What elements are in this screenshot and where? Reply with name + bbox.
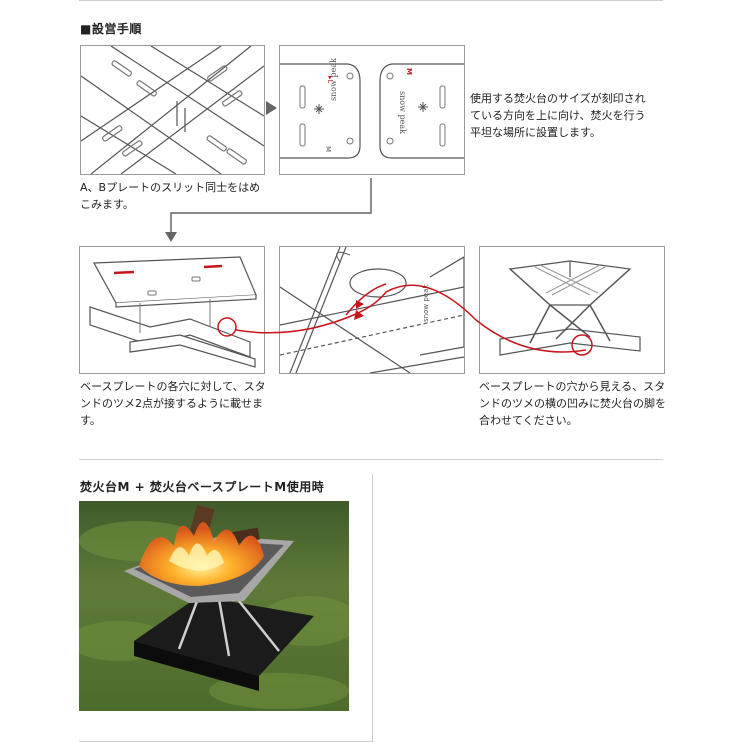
step1-caption: A、Bプレートのスリット同士をはめこみます。 — [80, 181, 261, 211]
brand-logo-right: snow peak — [398, 91, 407, 134]
plate-right-size-mark: M — [405, 68, 413, 75]
step3-detail-illustration: snow peak — [279, 246, 465, 374]
plate-bottom-size-mark: M — [324, 146, 332, 152]
step2-caption: 使用する焚火台のサイズが刻印されている方向を上に向け、焚火を行う平坦な場所に設置… — [470, 92, 646, 139]
top-divider — [79, 0, 663, 1]
section-divider — [79, 459, 663, 460]
step1-illustration — [80, 45, 265, 175]
detail-connector-lines — [235, 283, 586, 353]
step3-illustration — [79, 246, 265, 374]
detail-brand-mark: snow peak — [422, 284, 430, 322]
brand-logo-left: snow peak — [329, 58, 338, 101]
column-divider — [372, 474, 373, 742]
section-title-usage: 焚火台M + 焚火台ベースプレートM使用時 — [80, 480, 325, 494]
fire-pit-photo — [79, 501, 349, 711]
section-title-setup: ■設営手順 — [80, 22, 142, 36]
plate-left-size-mark: ▸L — [326, 76, 334, 84]
arrow-right-icon — [266, 101, 277, 115]
step3-caption: ベースプレートの各穴に対して、スタンドのツメ2点が接するように載せます。 — [80, 380, 266, 427]
flow-connector-arrow — [165, 178, 372, 242]
step2-illustration: ▸L M snow peak snow peak M — [279, 45, 465, 175]
step4-caption: ベースプレートの穴から見える、スタンドのツメの横の凹みに焚火台の脚を合わせてくだ… — [479, 380, 666, 427]
